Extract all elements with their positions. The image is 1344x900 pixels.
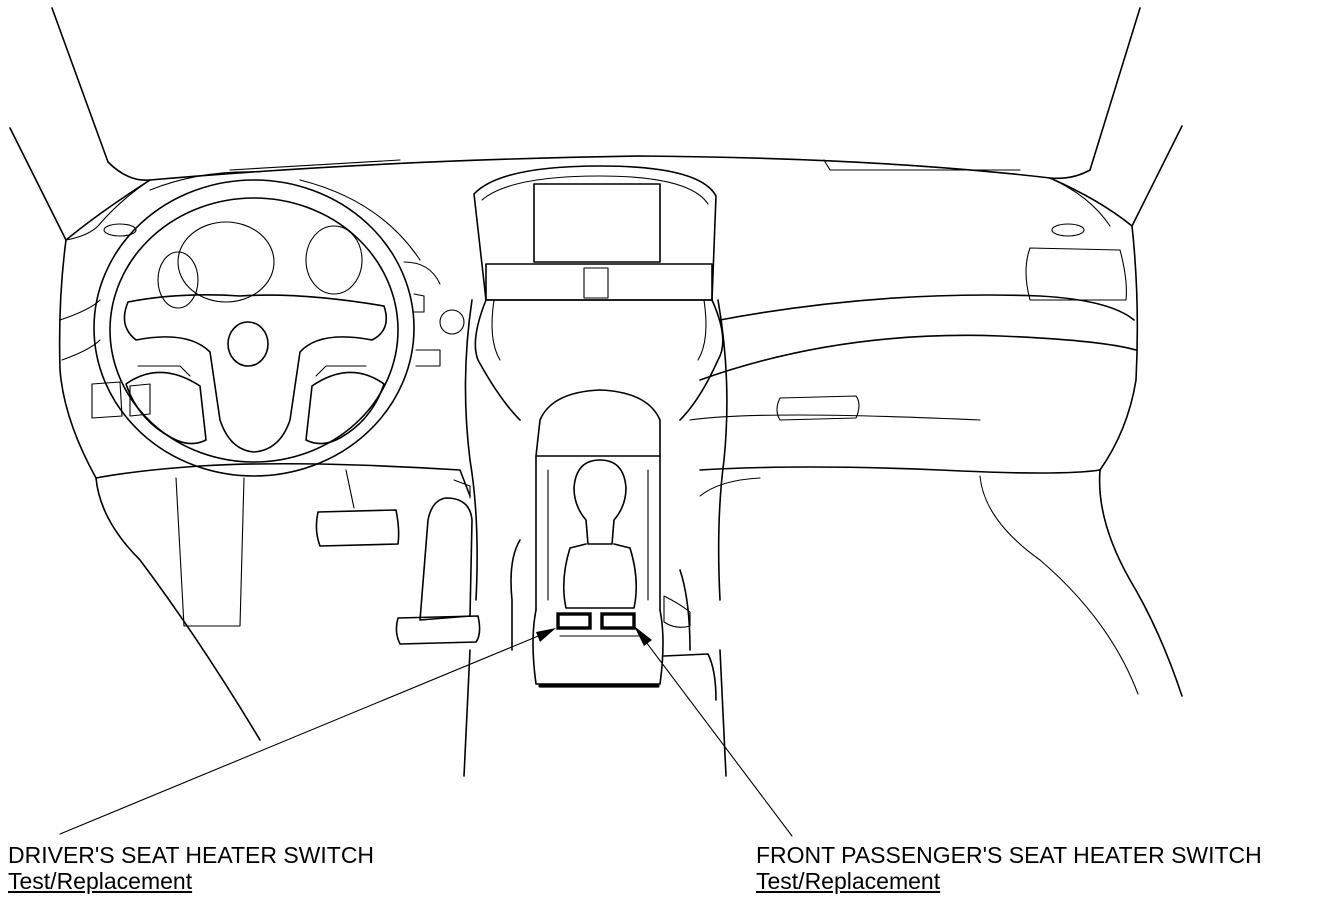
driver-seat-heater-switch[interactable] [556,612,592,630]
a-pillars [9,7,1183,241]
lower-dash-left [95,261,481,645]
driver-seat-heater-callout: DRIVER'S SEAT HEATER SWITCH Test/Replace… [8,842,374,894]
center-stack [464,165,728,688]
steering-wheel [93,171,421,477]
floor [95,469,1183,777]
dashboard [58,155,1139,479]
driver-callout-title: DRIVER'S SEAT HEATER SWITCH [8,842,375,868]
passenger-seat-heater-callout: FRONT PASSENGER'S SEAT HEATER SWITCH Tes… [756,842,1262,894]
driver-arrowhead [536,628,556,642]
passenger-arrowhead [634,626,652,646]
driver-test-replacement-link[interactable]: Test/Replacement [8,868,193,894]
passenger-seat-heater-switch[interactable] [600,612,636,630]
leader-lines [59,626,793,837]
seat-heater-switches [556,612,636,630]
passenger-callout-title: FRONT PASSENGER'S SEAT HEATER SWITCH [756,842,1262,868]
passenger-test-replacement-link[interactable]: Test/Replacement [756,868,941,894]
